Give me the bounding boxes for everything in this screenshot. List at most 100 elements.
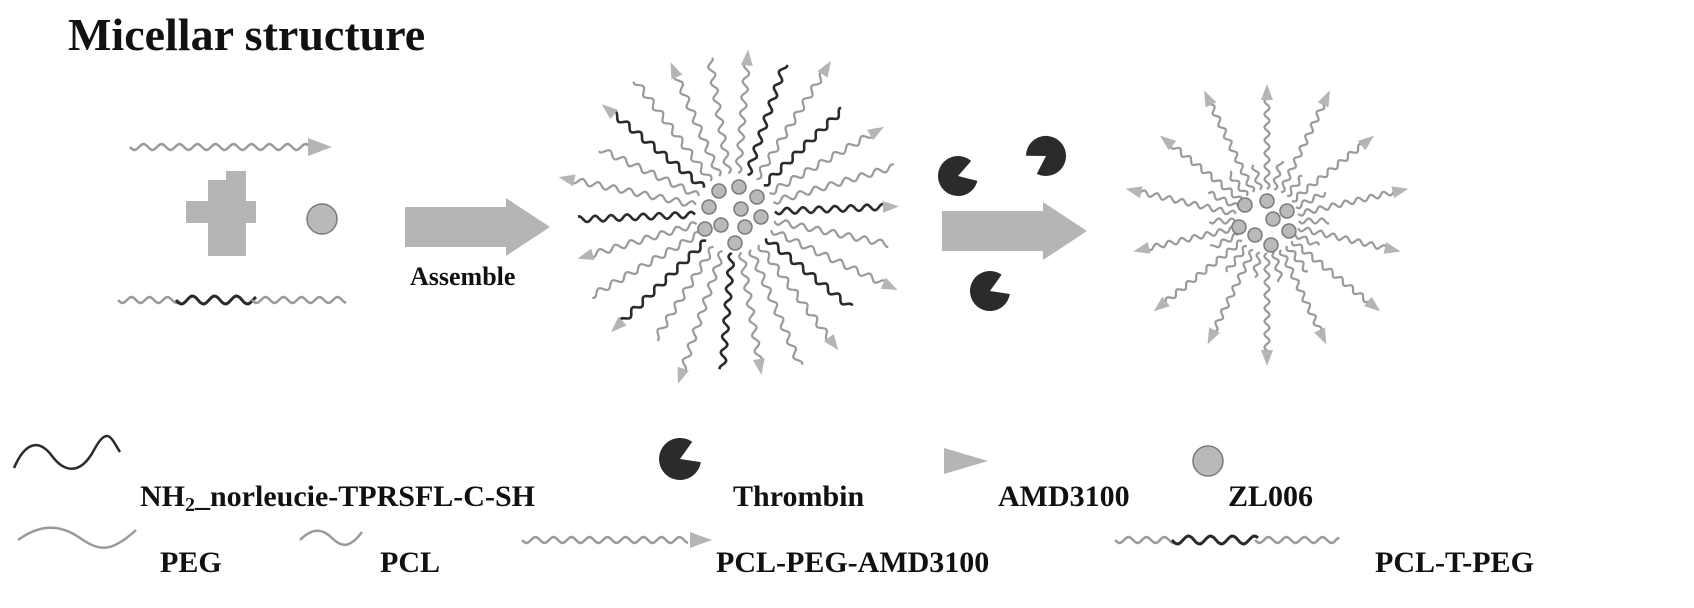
legend-pcl-peg-amd3100-label: PCL-PEG-AMD3100 <box>716 546 990 579</box>
legend-pcl-t-peg-label: PCL-T-PEG <box>1375 546 1534 579</box>
legend-peg-label: PEG <box>160 546 222 579</box>
pcl-t-peg-left-segment <box>117 295 181 305</box>
amd3100-arrowhead-icon <box>611 316 627 333</box>
micelle-arm <box>1229 170 1249 197</box>
amd3100-arrowhead-icon <box>1314 327 1327 345</box>
micelle-arm <box>1295 191 1327 210</box>
micelle-arm <box>598 149 700 197</box>
amd3100-arrowhead-icon <box>577 248 595 260</box>
micelle-arm <box>577 210 696 224</box>
amd3100-arrowhead-icon <box>1125 186 1143 199</box>
amd3100-arrowhead-icon <box>867 126 884 141</box>
amd3100-arrowhead-icon <box>1364 296 1381 312</box>
micelle-arm <box>770 229 887 284</box>
amd3100-arrowhead-icon <box>1207 327 1220 345</box>
micelle-arm <box>1272 160 1285 191</box>
cleavage-process-arrow-icon <box>942 202 1087 260</box>
micelle-arm <box>681 249 723 373</box>
legend-pcl-t-peg-peptide-segment <box>1170 534 1259 546</box>
amd3100-arrowhead-icon <box>880 277 898 291</box>
micelle-arm <box>1297 188 1397 217</box>
diagram-title: Micellar structure <box>68 9 426 60</box>
amd3100-arrowhead-icon <box>1133 242 1151 254</box>
core-drug-particle <box>713 217 729 233</box>
micelle-arm <box>1263 252 1271 355</box>
legend-zl006-label: ZL006 <box>1228 480 1314 513</box>
micelle-arm <box>763 106 842 187</box>
core-drug-particle <box>733 201 749 217</box>
micelle-arm <box>769 134 873 196</box>
micelle-arm <box>1286 174 1303 198</box>
components-group <box>117 138 550 306</box>
legend-pcl-icon <box>299 529 363 546</box>
drug-particle-icon <box>306 203 338 235</box>
legend-nh2-peptide-icon <box>12 434 122 470</box>
micelle-arm <box>614 110 706 188</box>
amd3100-arrowhead-icon <box>1204 90 1217 108</box>
micelle-arm <box>1210 248 1254 334</box>
micelle-arm <box>738 251 763 361</box>
micelle-arm <box>756 70 823 181</box>
micelle-arm <box>1278 249 1323 335</box>
micelle-arm <box>1291 142 1367 203</box>
thrombin-pacman-icon <box>970 271 1010 312</box>
micelle-arm <box>735 63 751 174</box>
legend-peg-icon <box>17 526 137 549</box>
micelle-arm <box>764 238 854 307</box>
micelle-arm <box>1208 217 1236 225</box>
micelle-arm <box>757 244 829 341</box>
amd3100-arrowhead-icon <box>1357 135 1375 151</box>
micelle-arm <box>718 251 736 370</box>
micelle-arm <box>1252 251 1262 279</box>
micelle-arm <box>632 81 713 182</box>
core-drug-particle <box>737 219 753 235</box>
micelle-arm <box>1163 239 1243 307</box>
amd3100-arrowhead-icon <box>824 334 839 351</box>
micelle-arm <box>772 163 895 205</box>
assembled-micelle <box>558 49 899 384</box>
micelle-arm <box>1298 217 1329 225</box>
amd3100-arrowhead-icon <box>308 138 332 156</box>
amd3100-arrowhead-icon <box>1317 90 1330 108</box>
assemble-process-arrow-icon <box>405 198 550 256</box>
core-drug-particle <box>711 183 727 199</box>
micelle-arm <box>773 219 889 249</box>
micelle-arm <box>1209 232 1239 249</box>
amd3100-arrowhead-icon <box>670 62 683 80</box>
amd3100-arrowhead-icon <box>677 366 689 384</box>
amd3100-arrowhead-icon <box>601 104 618 120</box>
pcl-peg-amd3100-chain <box>129 142 311 152</box>
core-drug-particle <box>1247 227 1263 243</box>
core-drug-particle <box>731 179 747 195</box>
amd3100-arrowhead-icon <box>1383 242 1401 254</box>
legend-pcl-peg-amd3100-arrowhead-icon <box>690 532 712 548</box>
micelle-arm <box>1136 189 1237 216</box>
micelle-arm <box>1297 226 1390 252</box>
core-drug-particle <box>749 189 765 205</box>
legend-symbols <box>12 434 1340 549</box>
core-drug-particle <box>701 199 717 215</box>
micelle-arm <box>1285 245 1308 273</box>
core-drug-particle <box>1279 203 1295 219</box>
legend-amd3100-arrowhead-icon <box>944 448 988 474</box>
core-drug-particle <box>1281 223 1297 239</box>
micelle-arm <box>747 64 789 177</box>
micelle-arm <box>1271 251 1283 283</box>
legend-amd3100-label: AMD3100 <box>998 480 1130 513</box>
legend-pcl-t-peg-left-segment <box>1114 535 1176 545</box>
thrombin-pacman-icon <box>1026 135 1066 176</box>
thrombin-pacman-icon <box>938 156 978 197</box>
micelle-arm <box>618 239 707 321</box>
core-drug-particle <box>1259 193 1275 209</box>
plus-sign-stem <box>208 180 234 256</box>
amd3100-arrowhead-icon <box>558 174 576 187</box>
micelle-arm <box>571 177 697 207</box>
amd3100-arrowhead-icon <box>1159 135 1177 151</box>
amd3100-arrowhead-icon <box>1261 350 1273 366</box>
core-drug-particle <box>753 209 769 225</box>
core-drug-particle <box>1265 211 1281 227</box>
micelle-arm <box>748 249 804 365</box>
legend-zl006-icon <box>1192 445 1224 477</box>
